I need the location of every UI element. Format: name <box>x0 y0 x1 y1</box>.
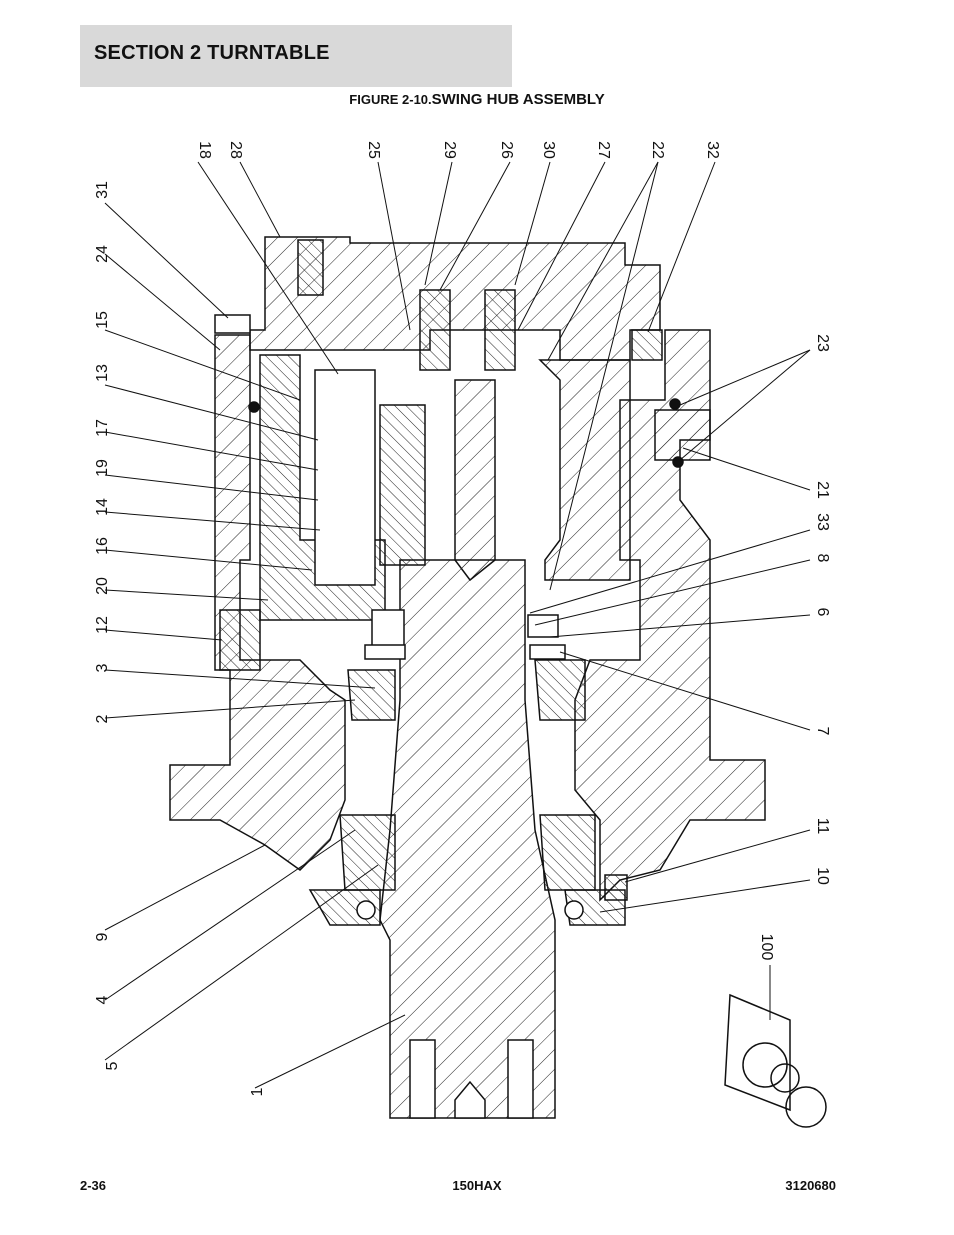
callout-12: 12 <box>94 616 111 634</box>
figure-caption: FIGURE 2-10.SWING HUB ASSEMBLY <box>0 91 954 108</box>
callout-15: 15 <box>94 311 111 329</box>
o-ring-15 <box>248 401 260 413</box>
callout-24: 24 <box>94 245 111 263</box>
callout-22: 22 <box>649 141 666 159</box>
callout-33: 33 <box>814 513 831 531</box>
hub-body-left <box>169 334 346 871</box>
callout-8: 8 <box>814 554 831 563</box>
callout-7: 7 <box>814 727 831 736</box>
callout-19: 19 <box>94 459 111 477</box>
callout-3: 3 <box>94 663 111 672</box>
footer-page-number: 2-36 <box>80 1178 107 1193</box>
callout-32: 32 <box>704 141 721 159</box>
ring-gear <box>538 359 631 581</box>
callout-9: 9 <box>94 932 111 941</box>
upper-bearing-right <box>534 659 586 721</box>
bolt-31 <box>214 314 251 334</box>
assembly-cross-section <box>169 236 827 1128</box>
callout-labels: 31 24 15 13 17 19 14 16 20 12 3 2 9 4 5 … <box>94 141 831 1096</box>
spacer-left <box>371 609 405 651</box>
brake-pin-23 <box>654 409 711 461</box>
kit-ring-a <box>742 1042 788 1088</box>
callout-16: 16 <box>94 537 111 555</box>
footer-model: 150HAX <box>452 1178 502 1193</box>
section-title: SECTION 2 TURNTABLE <box>94 42 330 64</box>
thrust-washer-6 <box>527 614 559 638</box>
stud-left <box>409 1039 436 1119</box>
callout-17: 17 <box>94 419 111 437</box>
thrust-washer-7 <box>529 644 566 660</box>
callout-27: 27 <box>595 141 612 159</box>
callout-6: 6 <box>814 608 831 617</box>
callout-4: 4 <box>94 995 111 1004</box>
callout-1: 1 <box>249 1087 266 1096</box>
plug-28 <box>297 239 324 296</box>
figure-number: FIGURE 2-10. <box>349 92 432 107</box>
callout-14: 14 <box>94 498 111 516</box>
output-spindle <box>379 559 556 1119</box>
plug-32 <box>631 329 663 361</box>
callout-13: 13 <box>94 364 111 382</box>
upper-bearing-left <box>347 669 396 721</box>
callout-18: 18 <box>196 141 213 159</box>
lower-bearing-left <box>339 814 396 891</box>
kit-ring-b <box>770 1063 800 1093</box>
callout-25: 25 <box>365 141 382 159</box>
callout-26: 26 <box>498 141 515 159</box>
seal-ball-right <box>564 900 584 920</box>
seal-ball-left <box>356 900 376 920</box>
callout-28: 28 <box>227 141 244 159</box>
callout-21: 21 <box>814 481 831 499</box>
callout-23: 23 <box>814 334 831 352</box>
planet-gear <box>379 404 426 566</box>
callout-30: 30 <box>540 141 557 159</box>
o-ring-23a <box>669 398 681 410</box>
sun-gear-shaft <box>454 379 496 582</box>
center-point <box>454 1080 486 1119</box>
fill-plug-12 <box>219 609 261 671</box>
stud-right <box>507 1039 534 1119</box>
shaft-coupling-right <box>484 289 516 371</box>
shaft-coupling-left <box>419 289 451 371</box>
plug-11 <box>604 874 628 901</box>
callout-20: 20 <box>94 577 111 595</box>
lower-bearing-right <box>539 814 596 891</box>
figure-title: SWING HUB ASSEMBLY <box>431 91 605 108</box>
kit-ring-c <box>785 1086 827 1128</box>
callout-11: 11 <box>814 818 831 835</box>
planet-pin <box>314 369 376 586</box>
callout-10: 10 <box>814 867 831 885</box>
callout-2: 2 <box>94 714 111 723</box>
callout-31: 31 <box>94 181 111 199</box>
leader-lines <box>104 161 811 1089</box>
callout-29: 29 <box>441 141 458 159</box>
callout-100: 100 <box>758 934 775 961</box>
washer-left <box>364 644 406 660</box>
callout-5: 5 <box>104 1061 121 1070</box>
seal-kit-bag <box>724 993 791 1112</box>
section-banner: SECTION 2 TURNTABLE <box>80 25 512 87</box>
footer-doc-number: 3120680 <box>785 1178 836 1193</box>
